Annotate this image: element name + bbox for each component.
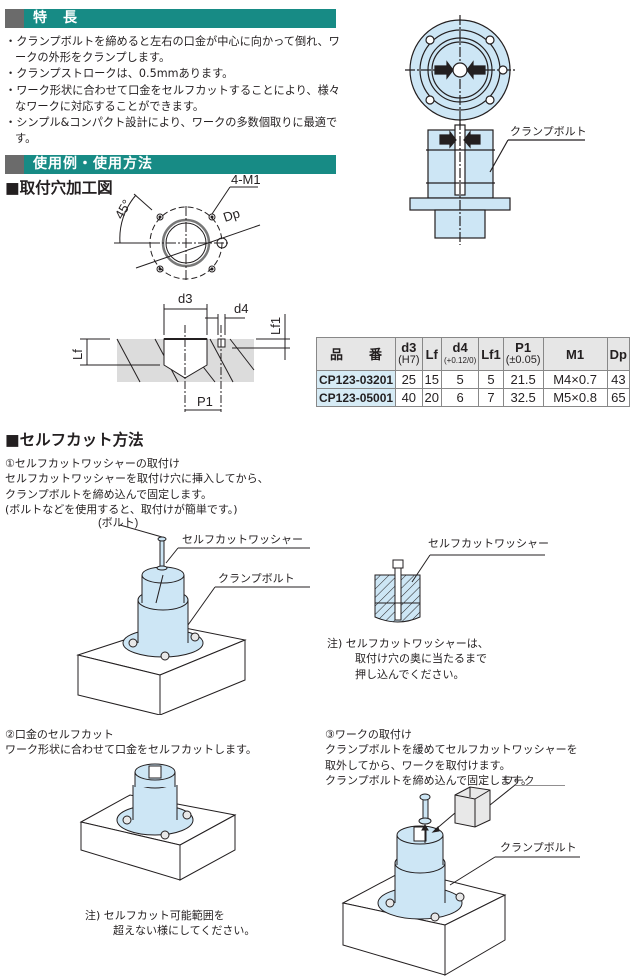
mounting-hole-section-diagram: d3 d4 Lf Lf1 P1 [70,291,290,412]
col-d3: d3(H7) [395,337,423,371]
part-number: CP123-03201 [315,370,397,389]
feature-item: ・ワーク形状に合わせて口金をセルフカットすることにより、様々なワークに対応するこ… [5,83,340,113]
features-title: 特 長 [33,10,78,26]
step1-text: ①セルフカットワッシャーの取付け セルフカットワッシャーを取付け穴に挿入してから… [5,456,269,518]
step3-title: ③ワークの取付け [325,728,412,741]
step3-text: ③ワークの取付け クランプボルトを緩めてセルフカットワッシャーを 取外してから、… [325,727,578,789]
table-row: CP123-03201 25 15 5 5 21.5 M4×0.7 43 [315,370,630,389]
block-side [159,639,246,715]
cell: M4×0.7 [542,370,608,389]
step1-line: (ボルトなどを使用すると、取付けが簡単です。) [5,503,238,517]
step3-isometric-diagram: ワーク クランプボルト [341,785,580,976]
note-line: 超えない様にしてください。 [113,924,256,938]
cell: 40 [395,388,423,407]
cell: 15 [421,370,442,389]
usage-title: 使用例・使用方法 [33,156,153,172]
tap-hole [156,265,164,273]
note-line: 取付け穴の奥に当たるまで [355,652,487,666]
mounting-hole-plan-diagram: 4-M1 Dp 45° [112,172,261,282]
cell: M5×0.8 [542,388,608,407]
arrow-icon [439,130,457,149]
work-label-top: ワーク [503,775,535,787]
washer-label: セルフカットワッシャー [182,533,303,546]
step1-isometric-diagram: (ボルト) セルフカットワッシャー クランプボルト [76,516,310,715]
col-dp: Dp [606,337,630,371]
col-p1: P1(±0.05) [502,337,544,371]
step3-line: 取外してから、ワークを取付けます。 [325,758,511,772]
block-front [77,654,161,715]
washer-section-diagram: セルフカットワッシャー [374,537,549,623]
feature-item: ・シンプル&コンパクト設計により、ワークの多数個取りに最適です。 [5,116,338,146]
cell: 25 [395,370,423,389]
arrow-icon [463,130,481,149]
table-row: CP123-05001 40 20 6 7 32.5 M5×0.8 65 [315,388,630,407]
feature-item: ・クランプストロークは、0.5mmあります。 [5,67,234,81]
tap-hole [156,213,164,221]
d4-label: d4 [234,301,248,316]
spec-table: 品 番 d3(H7) Lf d4(+0.12/0) Lf1 P1(±0.05) … [315,337,630,407]
col-m1: M1 [542,337,608,371]
step2-isometric-diagram [79,763,237,881]
work-hexagon [454,786,491,828]
p1-label: P1 [197,394,213,409]
cell: 5 [478,370,504,389]
step1-line: クランプボルトを締め込んで固定します。 [5,487,213,501]
bolt-label: (ボルト) [98,516,138,529]
dp-label: Dp [221,205,241,224]
tap-hole [208,265,216,273]
step2-line: ワーク形状に合わせて口金をセルフカットします。 [5,743,257,757]
cell: 7 [478,388,504,407]
note-line: 注) セルフカット可能範囲を [85,909,225,922]
col-part-number: 品 番 [315,337,397,371]
col-lf: Lf [421,337,442,371]
note-line: 注) セルフカットワッシャーは、 [327,637,489,650]
washer-note: 注) セルフカットワッシャーは、 取付け穴の奥に当たるまで 押し込んでください。 [327,636,489,682]
cell: 21.5 [502,370,544,389]
cell: 43 [606,370,630,389]
step1-line: セルフカットワッシャーを取付け穴に挿入してから、 [5,472,269,486]
mounting-hole-heading: ■取付穴加工図 [5,179,113,197]
col-lf1: Lf1 [478,337,504,371]
clamp-bolt-label: クランプボルト [510,125,587,138]
d3-label: d3 [178,291,192,306]
header-accent [5,9,24,28]
features-header: 特 長 [5,9,336,28]
header-accent [5,155,24,174]
col-d4: d4(+0.12/0) [440,337,480,371]
table-header-row: 品 番 d3(H7) Lf d4(+0.12/0) Lf1 P1(±0.05) … [315,337,630,371]
clamp-bolt-label: クランプボルト [500,841,577,854]
step3-line: クランプボルトを緩めてセルフカットワッシャーを [325,743,578,757]
clamp-body [122,566,204,658]
cell: 65 [606,388,630,407]
cell: 20 [421,388,442,407]
clamp-top-side-diagram: クランプボルト [405,15,587,245]
self-cut-heading: ■セルフカット方法 [5,431,144,449]
usage-header: 使用例・使用方法 [5,155,336,174]
part-number: CP123-05001 [315,388,397,407]
step1-title: ①セルフカットワッシャーの取付け [5,457,180,470]
features-list: ・クランプボルトを締めると左右の口金が中心に向かって倒れ、ワークの外形をクランプ… [5,34,345,147]
step3-line: クランプボルトを締め込んで固定します。 [325,774,533,788]
step2-text: ②口金のセルフカット ワーク形状に合わせて口金をセルフカットします。 [5,727,257,758]
lf-label: Lf [70,349,85,360]
note-line: 押し込んでください。 [355,667,465,681]
clamp-bolt-label: クランプボルト [218,572,295,585]
cell: 32.5 [502,388,544,407]
step2-note: 注) セルフカット可能範囲を 超えない様にしてください。 [85,908,255,939]
arrow-icon [466,60,486,80]
cell: 5 [440,370,480,389]
cell: 6 [440,388,480,407]
arrow-icon [434,60,454,80]
lf1-label: Lf1 [268,317,283,335]
washer-label: セルフカットワッシャー [428,537,549,550]
feature-item: ・クランプボルトを締めると左右の口金が中心に向かって倒れ、ワークの外形をクランプ… [5,35,340,65]
step2-title: ②口金のセルフカット [5,728,114,741]
holes-label: 4-M1 [231,172,261,187]
